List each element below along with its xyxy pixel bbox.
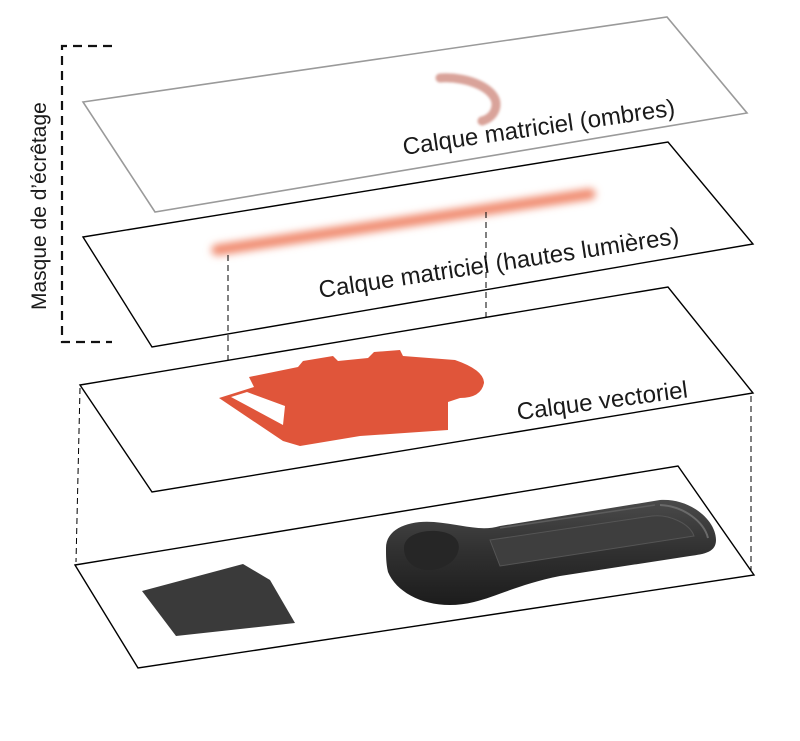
clip-mask-label: Masque de d’écrêtage (28, 102, 51, 310)
shadow-layer-plane (81, 16, 749, 213)
projection-line (75, 387, 81, 563)
blade-object (142, 564, 295, 636)
clip-mask-bracket (60, 44, 112, 344)
vector-shape (219, 350, 484, 446)
handle-object (386, 499, 716, 606)
highlight-stroke-mark (211, 188, 596, 256)
shadow-stroke-mark (435, 73, 501, 126)
